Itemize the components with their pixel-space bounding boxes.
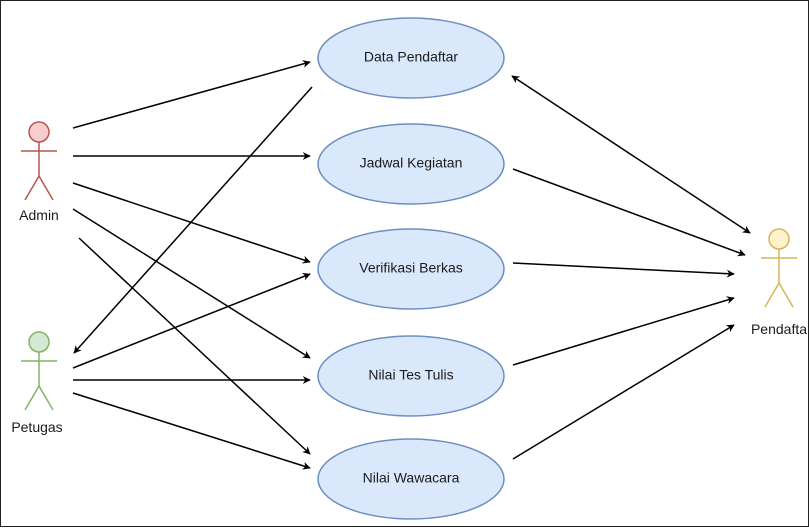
usecase-label: Nilai Tes Tulis	[368, 367, 453, 383]
usecase-ellipse	[317, 123, 505, 205]
usecase-label: Data Pendaftar	[364, 49, 459, 65]
arrow-admin-data-pendaftar	[72, 60, 311, 129]
actor-petugas[interactable]: Petugas	[11, 331, 63, 435]
usecase-ellipse	[317, 335, 505, 417]
arrow-data-pendaftar-petugas	[73, 86, 313, 354]
usecase-ellipse	[317, 17, 505, 99]
actor-label: Petugas	[11, 419, 62, 435]
usecase-label: Verifikasi Berkas	[359, 260, 462, 276]
actor-label: Pendafta	[751, 321, 807, 337]
usecase-label: Jadwal Kegiatan	[360, 155, 463, 171]
usecase-data-pendaftar[interactable]: Data Pendaftar	[317, 17, 505, 99]
arrow-petugas-verifikasi-berkas	[72, 272, 311, 369]
usecase-ellipse	[317, 228, 505, 310]
stick-figure-icon	[21, 331, 57, 411]
actor-pendaftar[interactable]: Pendafta	[751, 228, 807, 337]
arrow-admin-nilai-tes-tulis	[72, 208, 311, 359]
arrow-jadwal-kegiatan-pendaftar	[512, 168, 746, 257]
usecase-verifikasi-berkas[interactable]: Verifikasi Berkas	[317, 228, 505, 310]
actor-label: Admin	[19, 207, 59, 223]
stick-figure-icon	[761, 228, 797, 308]
stick-figure-icon	[21, 121, 57, 201]
arrow-verifikasi-berkas-pendaftar	[512, 262, 735, 278]
actor-admin[interactable]: Admin	[19, 121, 59, 223]
arrow-nilai-wawacara-pendaftar	[512, 324, 735, 460]
usecase-nilai-wawacara[interactable]: Nilai Wawacara	[317, 438, 505, 520]
usecase-label: Nilai Wawacara	[363, 470, 460, 486]
arrow-admin-nilai-wawacara	[78, 237, 311, 455]
arrow-nilai-tes-tulis-pendaftar	[512, 296, 735, 366]
usecase-nilai-tes-tulis[interactable]: Nilai Tes Tulis	[317, 335, 505, 417]
usecase-ellipse	[317, 438, 505, 520]
arrow-pendaftar-data-pendaftar	[511, 75, 751, 234]
usecase-jadwal-kegiatan[interactable]: Jadwal Kegiatan	[317, 123, 505, 205]
arrow-petugas-nilai-wawacara	[72, 392, 311, 470]
